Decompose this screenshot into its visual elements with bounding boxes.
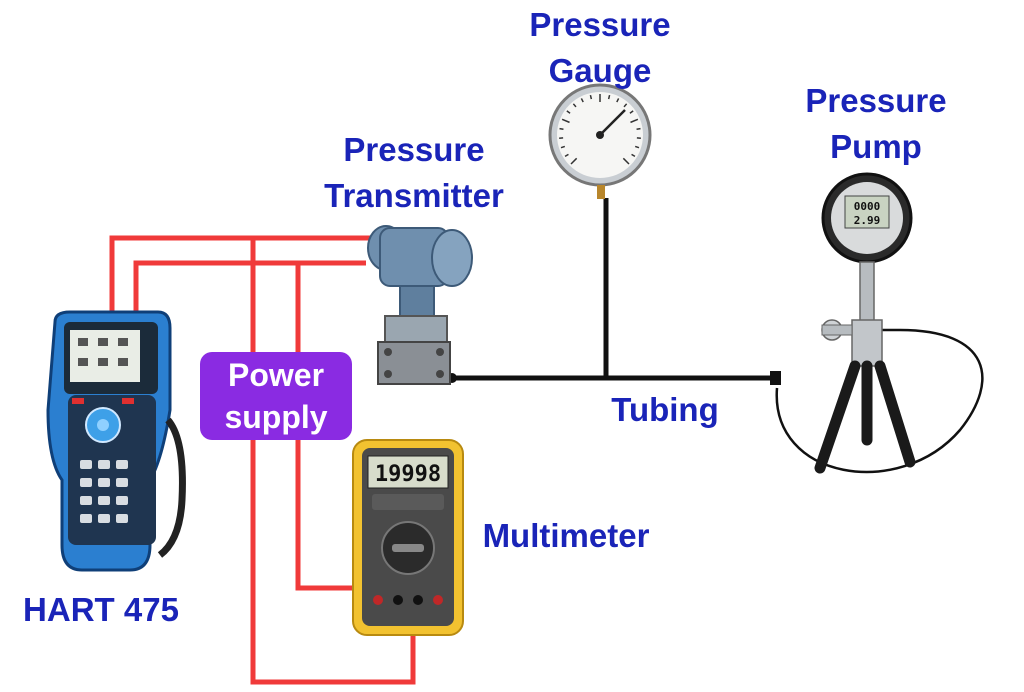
tubing-hose — [775, 328, 984, 474]
gauge-tick — [560, 145, 566, 149]
gauge-tick — [580, 98, 584, 103]
hart-screen — [70, 330, 140, 382]
gauge-tick — [634, 145, 640, 149]
gauge-tick — [607, 94, 611, 100]
tubing-lines — [447, 198, 984, 474]
pressure-transmitter — [367, 225, 473, 385]
pressure-gauge — [548, 83, 652, 199]
wire-supply-to-multimeter-loop — [250, 440, 416, 685]
label-gauge-line2: Gauge — [548, 52, 652, 89]
pump-reading-bottom: 2.99 — [854, 214, 881, 227]
gauge-tick — [559, 127, 564, 130]
pump-reading-top: 0000 — [854, 200, 881, 213]
gauge-ticks — [559, 94, 641, 165]
hart-red-key-right — [122, 398, 134, 404]
gauge-stem — [597, 185, 605, 199]
gauge-tick — [630, 118, 639, 124]
label-power-line2: supply — [224, 399, 328, 435]
pump-stem — [859, 261, 875, 323]
gauge-tick — [572, 103, 577, 108]
transmitter-housing-end — [431, 229, 473, 287]
multimeter-jacks — [373, 595, 443, 605]
label-pump-line1: Pressure — [805, 82, 947, 119]
gauge-tick — [589, 94, 593, 100]
pump-body — [851, 319, 883, 367]
gauge-tick — [622, 157, 630, 165]
label-hart-475: HART 475 — [23, 591, 179, 628]
pump-legs — [814, 360, 916, 474]
label-multimeter: Multimeter — [482, 517, 650, 554]
multimeter-display — [367, 455, 449, 489]
label-pressure-gauge: Pressure Gauge — [500, 2, 700, 94]
gauge-tick — [636, 127, 641, 130]
transmitter-sensor-module — [384, 315, 448, 343]
gauge-tick — [623, 103, 628, 108]
gauge-tick — [564, 153, 569, 158]
multimeter-reading: 19998 — [375, 462, 441, 487]
hart-number-keys — [80, 460, 128, 523]
gauge-tick — [616, 98, 620, 103]
gauge-tick — [631, 153, 636, 158]
tubing-end-connector — [770, 371, 781, 385]
gauge-tick — [566, 110, 571, 114]
multimeter — [352, 439, 464, 636]
power-supply-box: Power supply — [200, 352, 352, 440]
hart-nav-center — [97, 419, 109, 431]
gauge-tick — [570, 157, 578, 165]
hart-strap — [157, 417, 186, 558]
pump-display — [844, 195, 890, 229]
label-gauge-line1: Pressure — [529, 6, 671, 43]
gauge-tick — [629, 110, 634, 114]
label-pump-line2: Pump — [830, 128, 922, 165]
wire-hart-inner — [133, 260, 366, 318]
hart-475-communicator — [46, 310, 186, 572]
hart-screen-icons — [78, 338, 128, 366]
label-transmitter-line1: Pressure — [343, 131, 485, 168]
gauge-tick — [561, 118, 570, 124]
pressure-pump — [814, 172, 916, 474]
label-transmitter-line2: Transmitter — [324, 177, 504, 214]
hart-red-key-left — [72, 398, 84, 404]
label-pressure-transmitter: Pressure Transmitter — [300, 127, 528, 219]
gauge-needle — [599, 109, 626, 136]
transmitter-neck — [399, 285, 435, 317]
label-pressure-pump: Pressure Pump — [776, 78, 976, 170]
label-tubing: Tubing — [611, 391, 719, 428]
label-power-line1: Power — [227, 357, 325, 393]
wire-hart-outer — [109, 235, 376, 318]
